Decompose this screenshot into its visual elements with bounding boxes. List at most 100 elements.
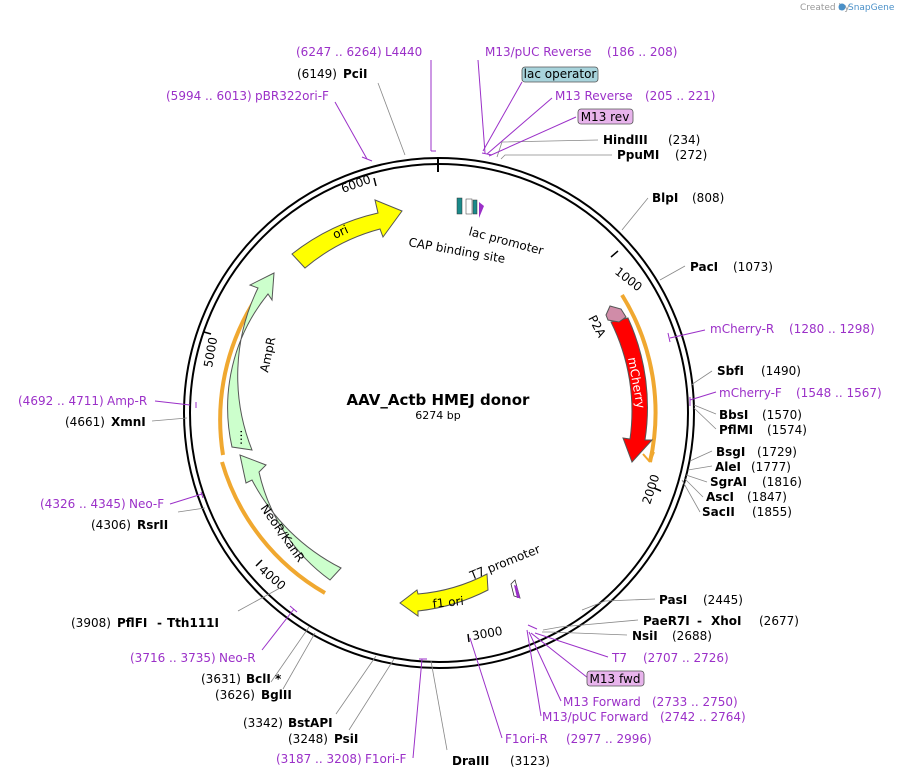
nsii-pos: (2688) — [672, 629, 712, 643]
sgrai-pos: (1816) — [762, 475, 802, 489]
neo-r-range: (3716 .. 3735) — [130, 651, 216, 665]
m13puc-forward-name: M13/pUC Forward — [542, 710, 649, 724]
paci-pos: (1073) — [733, 260, 773, 274]
mcherry-r-range: (1280 .. 1298) — [789, 322, 875, 336]
ampr-feature[interactable] — [227, 272, 275, 451]
ampr-dots: .... — [231, 430, 245, 445]
pcii-pos: (6149) — [297, 67, 337, 81]
pflfi-sep: - — [157, 616, 162, 630]
pflmi-pos: (1574) — [767, 423, 807, 437]
pbr322ori-range: (5994 .. 6013) — [166, 89, 252, 103]
primer-leaders — [154, 59, 717, 759]
xhoi-name: XhoI — [711, 614, 742, 628]
m13puc-rev-range: (186 .. 208) — [607, 45, 677, 59]
psii-pos: (3248) — [288, 732, 328, 746]
blpi-pos: (808) — [692, 191, 724, 205]
m13-reverse-range: (205 .. 221) — [645, 89, 715, 103]
paer7i-pos: (2677) — [759, 614, 799, 628]
neokanr-label: NeoR/KanR — [258, 502, 308, 565]
plasmid-name: AAV_Actb HMEJ donor — [347, 391, 530, 409]
p2a-label: P2A — [585, 313, 609, 341]
mcherry-orange-band — [620, 293, 658, 463]
alei-pos: (1777) — [751, 460, 791, 474]
ppumi-name: PpuMI — [617, 148, 659, 162]
xmni-pos: (4661) — [65, 415, 105, 429]
amp-r-name: Amp-R — [107, 394, 147, 408]
rsrii-name: RsrII — [137, 518, 168, 532]
mcherry-f-range: (1548 .. 1567) — [796, 386, 882, 400]
asci-pos: (1847) — [747, 490, 787, 504]
pflmi-name: PflMI — [719, 423, 753, 437]
bcli-name: BclI * — [246, 672, 282, 686]
asci-name: AscI — [706, 490, 734, 504]
neokanr-feature[interactable] — [239, 454, 342, 581]
m13-rev-box[interactable] — [577, 108, 634, 125]
pasi-name: PasI — [659, 593, 687, 607]
bglii-pos: (3626) — [215, 688, 255, 702]
bstapi-name: BstAPI — [288, 716, 333, 730]
hindiii-pos: (234) — [668, 133, 700, 147]
tick-label-5000: 5000 — [201, 336, 220, 369]
pflfi-name: PflFI — [117, 616, 147, 630]
t7-range: (2707 .. 2726) — [643, 651, 729, 665]
m13-forward-name: M13 Forward — [563, 695, 641, 709]
paer7i-name: PaeR7I — [643, 614, 690, 628]
l4440-range: (6247 .. 6264) — [296, 45, 382, 59]
m13puc-rev-name: M13/pUC Reverse — [485, 45, 592, 59]
mcherry-band-arrow — [642, 451, 655, 463]
sacii-pos: (1855) — [752, 505, 792, 519]
t7-promoter-label: T7 promoter — [467, 542, 542, 583]
hindiii-name: HindIII — [603, 133, 648, 147]
sgrai-name: SgrAI — [710, 475, 747, 489]
snapgene-logo-icon — [838, 3, 846, 11]
blpi-name: BlpI — [652, 191, 678, 205]
tth111i-name: Tth111I — [167, 616, 219, 630]
bstapi-pos: (3342) — [243, 716, 283, 730]
p2a-feature[interactable] — [605, 305, 627, 323]
tick-mark-5000 — [203, 331, 212, 335]
f1ori-r-name: F1ori-R — [505, 732, 548, 746]
rsrii-pos: (4306) — [91, 518, 131, 532]
mcherry-feature[interactable] — [610, 317, 654, 463]
bsgi-pos: (1729) — [757, 445, 797, 459]
pflfi-pos: (3908) — [71, 616, 111, 630]
m13-fwd-feature[interactable] — [514, 585, 520, 598]
tick-mark-2000 — [653, 487, 662, 492]
t7-name: T7 — [611, 651, 627, 665]
draiii-name: DraIII — [452, 754, 489, 768]
tick-mark-3000 — [467, 633, 470, 643]
f1ori-label: f1 ori — [432, 594, 465, 611]
m13puc-forward-range: (2742 .. 2764) — [660, 710, 746, 724]
bbsi-pos: (1570) — [762, 408, 802, 422]
ori-label: ori — [330, 222, 350, 241]
tick-label-3000: 3000 — [471, 624, 504, 643]
tick-mark-6000 — [373, 177, 377, 187]
plasmid-size: 6274 bp — [415, 409, 460, 422]
f1ori-feature[interactable] — [399, 573, 489, 617]
f1ori-f-name: F1ori-F — [365, 752, 406, 766]
bcli-pos: (3631) — [201, 672, 241, 686]
lac-promoter-feature[interactable] — [465, 198, 473, 215]
m13-rev-feature[interactable] — [479, 202, 484, 218]
m13-fwd-box[interactable] — [586, 670, 645, 687]
bglii-name: BglII — [261, 688, 292, 702]
ori-feature[interactable] — [291, 199, 403, 269]
sacii-name: SacII — [702, 505, 735, 519]
bsgi-name: BsgI — [716, 445, 745, 459]
neo-f-range: (4326 .. 4345) — [40, 497, 126, 511]
tick-label-1000: 1000 — [612, 264, 645, 294]
paer7i-sep: - — [697, 614, 702, 628]
amp-r-range: (4692 .. 4711) — [18, 394, 104, 408]
lac-operator-feature[interactable] — [472, 199, 478, 215]
alei-name: AleI — [715, 460, 741, 474]
tick-label-2000: 2000 — [640, 473, 663, 506]
m13-forward-range: (2733 .. 2750) — [652, 695, 738, 709]
lac-operator-box[interactable] — [521, 66, 599, 83]
bbsi-name: BbsI — [719, 408, 748, 422]
mcherry-f-name: mCherry-F — [719, 386, 782, 400]
pbr322ori-name: pBR322ori-F — [255, 89, 329, 103]
mcherry-r-name: mCherry-R — [710, 322, 774, 336]
cap-binding-feature[interactable] — [456, 197, 463, 215]
f1ori-f-range: (3187 .. 3208) — [276, 752, 362, 766]
